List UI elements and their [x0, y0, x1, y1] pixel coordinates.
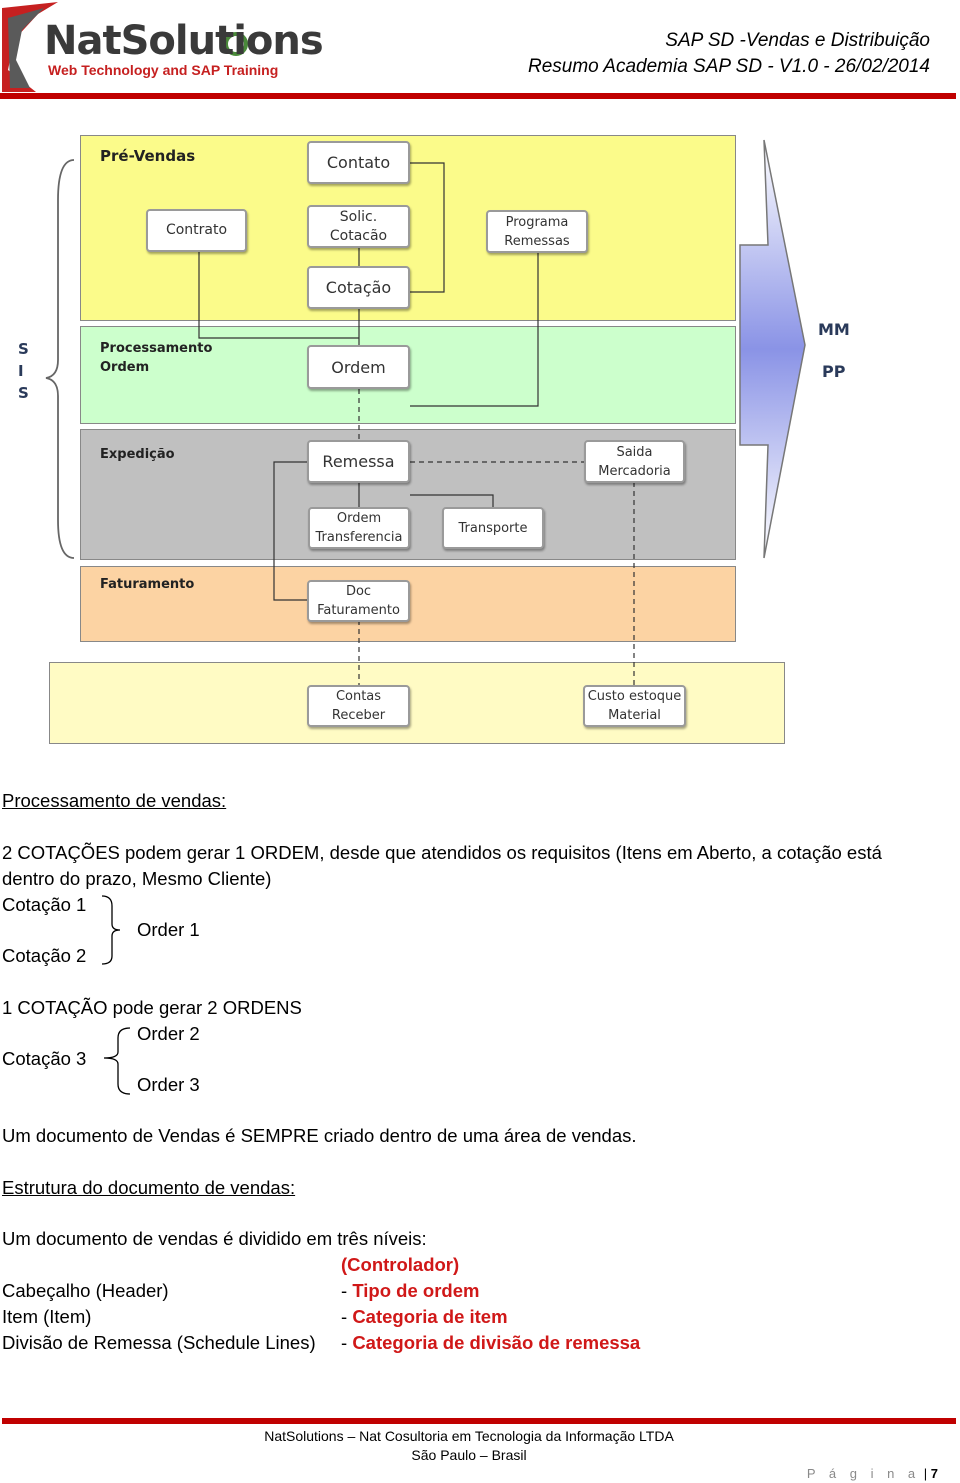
sis-letter-2: I	[18, 362, 24, 380]
level-name-schedule: Divisão de Remessa (Schedule Lines)	[2, 1332, 316, 1353]
brace-left	[103, 1027, 131, 1095]
level-control-text: Tipo de ordem	[352, 1280, 480, 1301]
paragraph-cotacoes-line2: dentro do prazo, Mesmo Cliente)	[2, 868, 272, 889]
level-dash: -	[341, 1332, 353, 1353]
header-subtitle: Resumo Academia SAP SD - V1.0 - 26/02/20…	[527, 56, 930, 77]
diagram-connectors	[45, 139, 806, 685]
node-ordem: Ordem	[307, 345, 410, 389]
paragraph-area-vendas: Um documento de Vendas é SEMPRE criado d…	[2, 1125, 637, 1146]
node-cotacao-label: Cotação	[325, 278, 392, 297]
node-transporte-label: Transporte	[458, 520, 528, 536]
footer-divider	[2, 1418, 956, 1424]
page-separator: |	[920, 1466, 931, 1481]
node-saida-line2: Mercadoria	[598, 463, 671, 479]
cotacao-3: Cotação 3	[2, 1048, 87, 1069]
logo-tagline: Web Technology and SAP Training	[48, 62, 279, 78]
header-divider	[0, 93, 956, 99]
node-programa-line2: Remessas	[504, 233, 570, 249]
cotacao-1: Cotação 1	[2, 894, 87, 915]
band-label-processamento: Processamento Ordem	[100, 339, 212, 377]
node-contas-line2: Receber	[331, 708, 386, 723]
page-number-value: 7	[930, 1466, 938, 1481]
node-ordem-transf-line1: Ordem	[336, 511, 382, 526]
node-ordem-label: Ordem	[331, 357, 386, 377]
node-transporte: Transporte	[442, 507, 544, 549]
paragraph-niveis: Um documento de vendas é dividido em trê…	[2, 1228, 427, 1249]
node-contato: Contato	[307, 141, 410, 184]
output-mm: MM	[818, 320, 850, 339]
node-custo-estoque: Custo estoque Material	[583, 685, 686, 727]
level-name-header: Cabeçalho (Header)	[2, 1280, 169, 1301]
band-label-processamento-line2: Ordem	[100, 360, 150, 375]
node-custo-line2: Material	[608, 708, 661, 723]
order-1: Order 1	[137, 919, 200, 940]
brace-right	[101, 895, 121, 965]
paragraph-uma-cotacao: 1 COTAÇÃO pode gerar 2 ORDENS	[2, 997, 302, 1018]
sis-letter-3: S	[18, 384, 29, 402]
node-saida-line1: Saida	[616, 444, 653, 460]
node-doc-fat-line2: Faturamento	[317, 603, 400, 618]
level-control-item: - Categoria de item	[341, 1305, 508, 1329]
node-solic-cotacao: Solic. Cotacão	[307, 205, 410, 248]
cotacao-2: Cotação 2	[2, 945, 87, 966]
node-programa-line1: Programa	[505, 214, 569, 230]
node-doc-fat-line1: Doc	[345, 584, 372, 599]
level-control-text: Categoria de divisão de remessa	[352, 1332, 641, 1353]
logo-name: NatSolutions	[44, 18, 324, 64]
node-contato-label: Contato	[326, 153, 391, 172]
level-name-item: Item (Item)	[2, 1306, 92, 1327]
page-label: P á g i n a	[806, 1466, 921, 1481]
node-cotacao: Cotação	[307, 266, 410, 309]
order-3: Order 3	[137, 1074, 200, 1095]
paragraph-cotacoes-line1: 2 COTAÇÕES podem gerar 1 ORDEM, desde qu…	[2, 842, 882, 863]
level-control-schedule: - Categoria de divisão de remessa	[341, 1331, 640, 1355]
node-programa-remessas: Programa Remessas	[486, 210, 588, 253]
node-custo-line1: Custo estoque	[587, 689, 682, 704]
footer-location: São Paulo – Brasil	[411, 1447, 527, 1463]
node-saida-mercadoria: Saida Mercadoria	[584, 440, 685, 483]
logo-swoosh-icon	[2, 2, 248, 92]
sis-letter-1: S	[18, 340, 29, 358]
level-dash: -	[341, 1306, 353, 1327]
band-label-pre-vendas: Pré-Vendas	[100, 147, 196, 165]
band-label-processamento-line1: Processamento	[100, 341, 213, 356]
level-control-header: - Tipo de ordem	[341, 1279, 479, 1303]
heading-estrutura: Estrutura do documento de vendas:	[2, 1177, 296, 1198]
node-ordem-transf-line2: Transferencia	[315, 530, 403, 545]
heading-processamento: Processamento de vendas:	[2, 790, 227, 811]
level-dash: -	[341, 1280, 353, 1301]
order-2: Order 2	[137, 1023, 200, 1044]
page-number: P á g i n a | 7	[807, 1466, 938, 1481]
node-ordem-transferencia: Ordem Transferencia	[308, 507, 410, 549]
output-pp: PP	[822, 362, 846, 381]
node-contrato-label: Contrato	[165, 222, 228, 238]
node-solic-line1: Solic.	[339, 208, 378, 225]
node-remessa-label: Remessa	[322, 452, 395, 471]
header-title: SAP SD -Vendas e Distribuição	[665, 30, 930, 51]
node-contas-receber: Contas Receber	[307, 685, 410, 727]
band-label-faturamento: Faturamento	[100, 577, 195, 592]
node-doc-faturamento: Doc Faturamento	[307, 580, 410, 622]
level-control-text: Categoria de item	[352, 1306, 508, 1327]
company-logo: NatSolutions Web Technology and SAP Trai…	[0, 0, 324, 95]
footer-company: NatSolutions – Nat Cosultoria em Tecnolo…	[264, 1428, 674, 1444]
controlador-label: (Controlador)	[341, 1254, 460, 1275]
node-solic-line2: Cotacão	[329, 227, 388, 244]
node-contrato: Contrato	[146, 209, 247, 252]
band-label-expedicao: Expedição	[100, 447, 175, 462]
node-contas-line1: Contas	[335, 689, 382, 704]
node-remessa: Remessa	[307, 440, 410, 483]
